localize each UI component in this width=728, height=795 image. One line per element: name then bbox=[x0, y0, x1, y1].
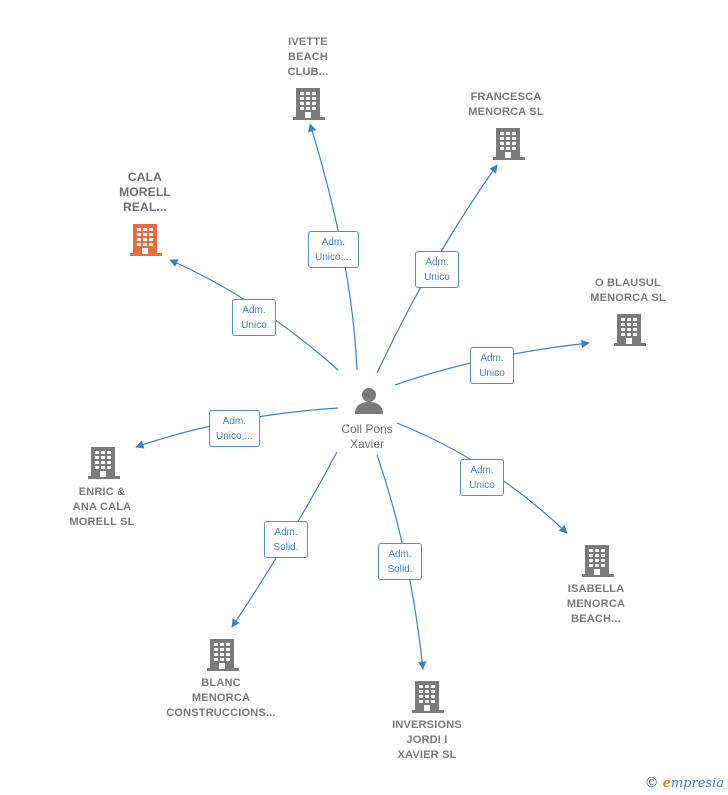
building-icon[interactable] bbox=[130, 224, 162, 256]
role-badge-o-blausul: Adm. Unico bbox=[470, 347, 514, 384]
role-badge-isabella: Adm. Unico bbox=[460, 459, 504, 496]
role-badge-inversions: Adm. Solid. bbox=[378, 543, 422, 580]
building-icon[interactable] bbox=[614, 314, 646, 346]
role-badge-ivette: Adm. Unico,... bbox=[308, 231, 359, 268]
company-name-inversions[interactable]: INVERSIONS JORDI I XAVIER SL bbox=[392, 719, 462, 761]
building-icon[interactable] bbox=[582, 545, 614, 577]
brand-name: mpresia bbox=[670, 776, 724, 791]
role-badge-francesca: Adm. Unico bbox=[415, 251, 459, 288]
role-badge-blanc: Adm. Solid. bbox=[264, 521, 308, 558]
building-icon[interactable] bbox=[88, 447, 120, 479]
company-name-enric[interactable]: ENRIC & ANA CALA MORELL SL bbox=[69, 486, 135, 528]
building-icon[interactable] bbox=[493, 128, 525, 160]
center-person-name[interactable]: Coll Pons Xavier bbox=[341, 422, 393, 451]
building-icon[interactable] bbox=[207, 639, 239, 671]
brand-initial: e bbox=[662, 776, 671, 791]
building-icon[interactable] bbox=[412, 681, 444, 713]
person-icon[interactable] bbox=[355, 388, 383, 414]
company-name-ivette[interactable]: IVETTE BEACH CLUB... bbox=[287, 36, 329, 78]
role-badge-enric: Adm. Unico,... bbox=[209, 410, 260, 447]
company-name-blanc[interactable]: BLANC MENORCA CONSTRUCCIONS... bbox=[166, 677, 276, 719]
company-name-isabella[interactable]: ISABELLA MENORCA BEACH... bbox=[566, 583, 626, 625]
brand-logo: ©empresia bbox=[645, 775, 724, 791]
company-name-o-blausul[interactable]: O BLAUSUL MENORCA SL bbox=[590, 277, 666, 304]
copyright-symbol: © bbox=[644, 775, 659, 791]
company-name-cala-morell[interactable]: CALA MORELL REAL... bbox=[119, 170, 171, 214]
company-name-francesca[interactable]: FRANCESCA MENORCA SL bbox=[468, 91, 544, 118]
role-badge-cala-morell: Adm. Unico bbox=[232, 299, 276, 336]
building-icon[interactable] bbox=[293, 88, 325, 120]
